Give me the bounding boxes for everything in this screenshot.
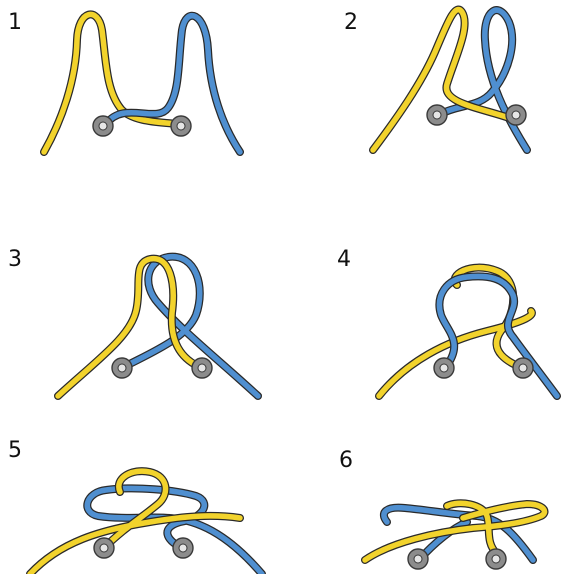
step-3-number: 3	[8, 247, 22, 272]
step-5-eyelets	[93, 537, 194, 559]
step-5-number: 5	[8, 438, 22, 463]
step-1-number: 1	[8, 10, 22, 35]
step-1-eyelets	[92, 115, 192, 137]
step-2-panel: 2	[287, 0, 574, 191]
step-1-panel: 1	[0, 0, 287, 191]
step-2-blue-lace	[433, 6, 531, 154]
step-6-illustration	[361, 499, 549, 570]
step-6-panel: 6	[287, 382, 574, 573]
step-6-eyelets	[407, 548, 507, 570]
step-5-panel: 5	[0, 382, 287, 574]
step-2-yellow-lace	[369, 5, 519, 154]
step-4-illustration	[375, 263, 561, 400]
step-2-eyelets	[426, 104, 527, 126]
step-5-yellow-lace	[26, 467, 244, 574]
step-3-blue-lace	[118, 252, 262, 400]
step-3-yellow-lace	[54, 254, 206, 400]
step-4-panel: 4	[287, 191, 574, 400]
step-6-number: 6	[339, 448, 353, 473]
step-4-number: 4	[337, 247, 351, 272]
step-4-eyelets	[433, 357, 534, 379]
step-1-illustration	[40, 10, 244, 156]
step-5-illustration	[26, 467, 266, 574]
step-3-eyelets	[111, 357, 213, 379]
step-6-yellow-lace	[361, 499, 549, 564]
step-2-number: 2	[344, 10, 358, 35]
step-3-panel: 3	[0, 191, 287, 400]
step-4-blue-lace	[435, 272, 561, 400]
step-1-blue-lace	[102, 11, 244, 156]
step-3-illustration	[54, 252, 262, 400]
step-2-illustration	[369, 5, 531, 154]
